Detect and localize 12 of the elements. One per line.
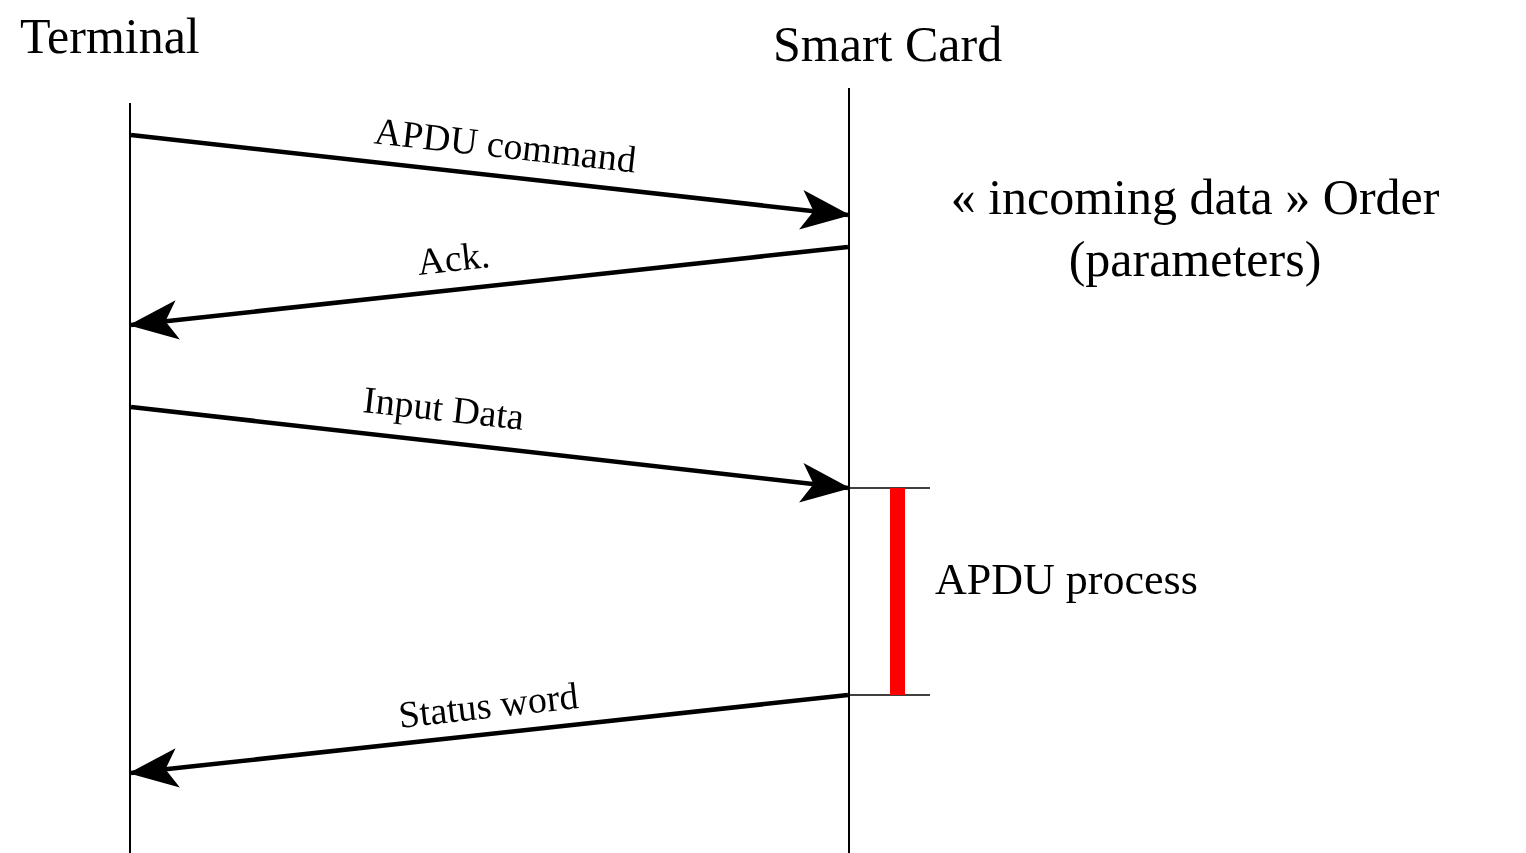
lifeline-title: Smart Card xyxy=(773,16,1003,72)
message-arrow xyxy=(128,244,849,340)
edge-label: Ack. xyxy=(414,233,492,283)
message-arrow xyxy=(130,132,851,230)
edge-label: Input Data xyxy=(360,378,526,438)
edge-label: APDU command xyxy=(372,109,638,181)
process-label: APDU process xyxy=(935,555,1198,605)
lifeline-title: Terminal xyxy=(20,8,200,64)
edge-label: Status word xyxy=(395,674,580,736)
message-arrow xyxy=(130,404,851,503)
message-arrow xyxy=(128,692,849,788)
note-text: « incoming data » Order (parameters) xyxy=(949,168,1441,289)
